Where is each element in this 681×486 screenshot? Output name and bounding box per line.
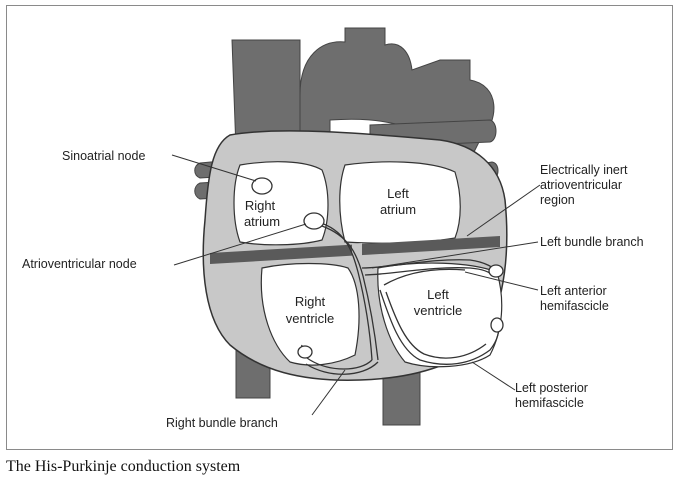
av-node-shape (304, 213, 324, 229)
right-bundle-branch-label: Right bundle branch (166, 416, 278, 430)
leader-left-posterior (472, 362, 515, 390)
figure-caption: The His-Purkinje conduction system (6, 458, 240, 476)
left-posterior-label-2: hemifascicle (515, 396, 584, 410)
left-ventricle-label-1: Left (427, 287, 449, 302)
right-atrium-label-1: Right (245, 198, 276, 213)
anterior-terminal-node (489, 265, 503, 277)
inert-region-label-1: Electrically inert (540, 163, 628, 177)
right-ventricle-label-2: ventricle (286, 311, 334, 326)
left-anterior-label-2: hemifascicle (540, 299, 609, 313)
right-atrium-label-2: atrium (244, 214, 280, 229)
right-ventricle-label-1: Right (295, 294, 326, 309)
left-anterior-label-1: Left anterior (540, 284, 607, 298)
left-atrium-label-1: Left (387, 186, 409, 201)
inert-region-label-3: region (540, 193, 575, 207)
sinoatrial-node-label: Sinoatrial node (62, 149, 145, 163)
left-bundle-branch-label: Left bundle branch (540, 235, 644, 249)
left-atrium-label-2: atrium (380, 202, 416, 217)
av-node-label: Atrioventricular node (22, 257, 137, 271)
posterior-terminal-node (491, 318, 503, 332)
inert-region-label-2: atrioventricular (540, 178, 622, 192)
right-terminal-node (298, 346, 312, 358)
left-ventricle-label-2: ventricle (414, 303, 462, 318)
left-posterior-label-1: Left posterior (515, 381, 588, 395)
